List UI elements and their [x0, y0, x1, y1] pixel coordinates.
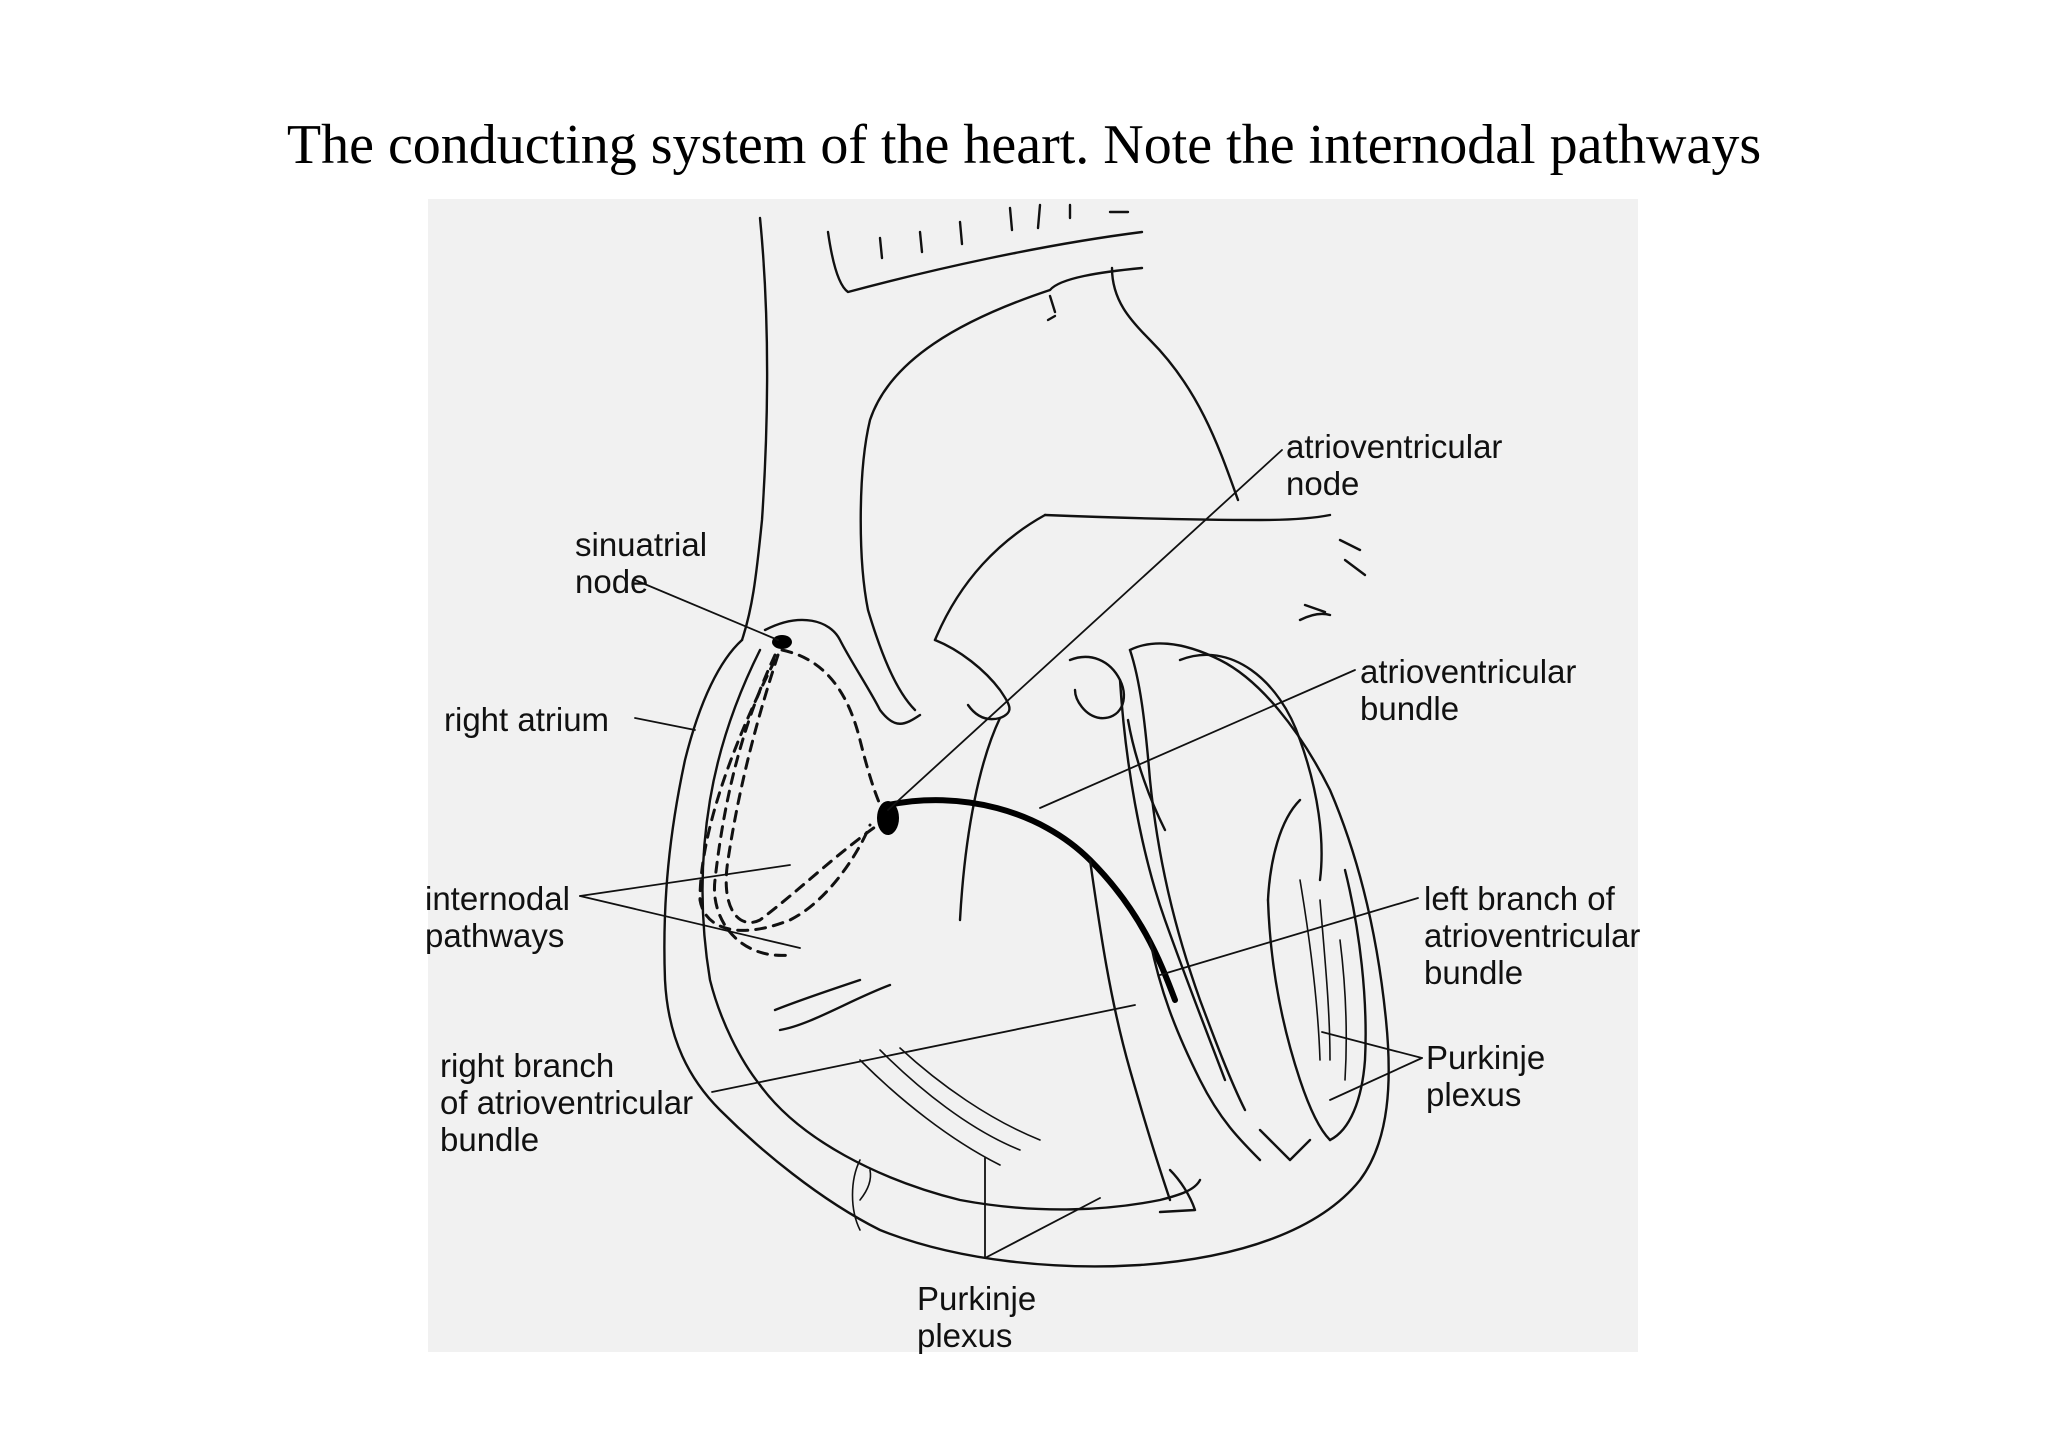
label-purkinje-bottom-line1: Purkinje [917, 1280, 1036, 1317]
label-right-atrium: right atrium [444, 701, 609, 738]
label-right-branch-line3: bundle [440, 1121, 539, 1158]
label-right-branch-line2: of atrioventricular [440, 1084, 693, 1121]
internodal-path-middle [724, 653, 890, 924]
label-left-branch-line3: bundle [1424, 954, 1523, 991]
right-branch-path [1088, 858, 1172, 1202]
heart-outline [663, 203, 1390, 1268]
internodal-path-anterior [780, 648, 890, 820]
sinuatrial-node-mark [772, 635, 792, 649]
atrioventricular-node-mark [877, 801, 899, 835]
figure-panel [428, 199, 1638, 1352]
label-left-branch-line2: atrioventricular [1424, 917, 1640, 954]
label-left-branch-line1: left branch of [1424, 880, 1616, 917]
conduction-pathways [698, 635, 1262, 1202]
internodal-path-extra [712, 653, 792, 957]
label-internodal-line2: pathways [425, 917, 564, 954]
label-purkinje-right-line2: plexus [1426, 1076, 1521, 1113]
slide-title: The conducting system of the heart. Note… [286, 114, 1762, 176]
label-sa-node-line1: sinuatrial [575, 526, 707, 563]
left-branch-path [1148, 938, 1262, 1162]
label-purkinje-bottom-line2: plexus [917, 1317, 1012, 1354]
label-purkinje-right-line1: Purkinje [1426, 1039, 1545, 1076]
leader-lines [579, 449, 1423, 1259]
label-internodal-line1: internodal [425, 880, 570, 917]
label-av-node-line1: atrioventricular [1286, 428, 1502, 465]
label-right-branch-line1: right branch [440, 1047, 614, 1084]
internodal-path-posterior [698, 658, 872, 932]
atrioventricular-bundle-path [885, 797, 1178, 1003]
label-av-bundle-line2: bundle [1360, 690, 1459, 727]
label-av-node-line2: node [1286, 465, 1359, 502]
label-sa-node-line2: node [575, 563, 648, 600]
diagram-labels: atrioventricular node sinuatrial node ri… [425, 428, 1640, 1354]
label-av-bundle-line1: atrioventricular [1360, 653, 1576, 690]
